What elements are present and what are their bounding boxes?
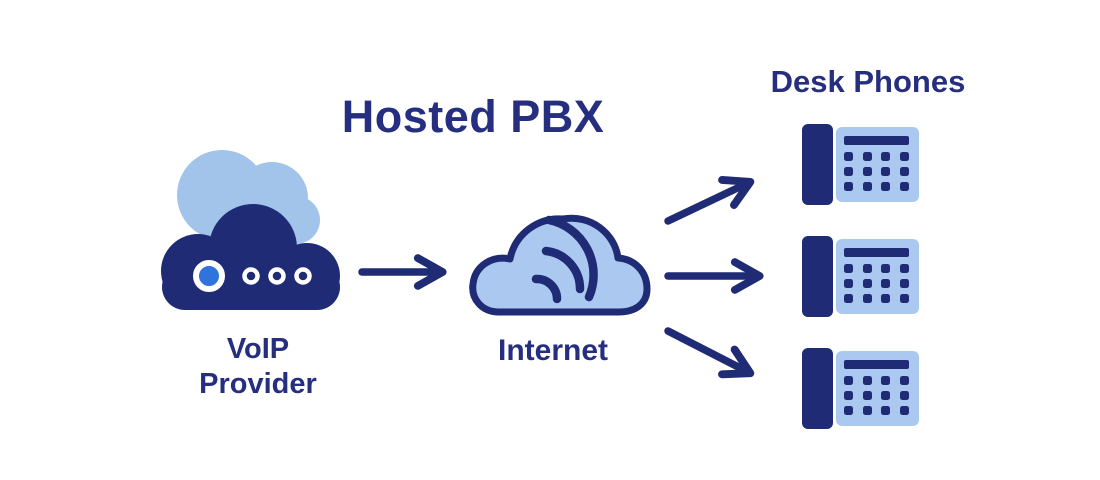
- phone-display: [844, 360, 909, 369]
- keypad-button: [881, 279, 890, 288]
- keypad-button: [881, 376, 890, 385]
- desk-phone: [802, 348, 919, 429]
- phone-display: [844, 136, 909, 145]
- phone-keypad: [844, 376, 912, 415]
- desk-phone: [802, 236, 919, 317]
- keypad-button: [862, 279, 872, 288]
- phone-handset-icon: [802, 236, 833, 317]
- keypad-button: [881, 294, 890, 303]
- phone-display: [844, 248, 909, 257]
- keypad-button: [844, 294, 853, 303]
- keypad-button: [862, 391, 872, 400]
- keypad-button: [844, 391, 853, 400]
- keypad-button: [862, 182, 872, 191]
- diagram-title: Hosted PBX: [341, 91, 605, 142]
- internet-label: Internet: [497, 334, 608, 367]
- keypad-button: [899, 264, 909, 273]
- keypad-button: [881, 264, 890, 273]
- keypad-button: [862, 376, 872, 385]
- phone-body: [836, 127, 919, 202]
- keypad-button: [899, 294, 909, 303]
- voip-provider-cloud-icon: [161, 150, 340, 310]
- keypad-button: [899, 182, 909, 191]
- keypad-button: [881, 182, 890, 191]
- keypad-button: [844, 376, 853, 385]
- desk-phone: [802, 124, 919, 205]
- keypad-button: [881, 391, 890, 400]
- keypad-button: [844, 279, 853, 288]
- voip-provider-label-line1: VoIP: [226, 333, 290, 365]
- voip-provider-label: VoIP Provider: [158, 332, 358, 403]
- keypad-button: [844, 182, 853, 191]
- keypad-button: [899, 406, 909, 415]
- keypad-button: [881, 152, 890, 161]
- keypad-button: [862, 167, 872, 176]
- keypad-button: [899, 391, 909, 400]
- keypad-button: [844, 264, 853, 273]
- arrow-internet-to-phone-top: [664, 176, 755, 225]
- keypad-button: [862, 152, 872, 161]
- internet-cloud-icon: [469, 214, 651, 316]
- arrow-internet-to-phone-bottom: [664, 327, 755, 379]
- keypad-button: [844, 406, 853, 415]
- phone-keypad: [844, 152, 912, 191]
- phone-handset-icon: [802, 124, 833, 205]
- phone-handset-icon: [802, 348, 833, 429]
- phone-keypad: [844, 264, 912, 303]
- phone-body: [836, 239, 919, 314]
- keypad-button: [862, 406, 872, 415]
- keypad-button: [862, 264, 872, 273]
- wifi-signal-icon: [531, 215, 598, 304]
- keypad-button: [844, 152, 853, 161]
- keypad-button: [844, 167, 853, 176]
- keypad-button: [881, 406, 890, 415]
- keypad-button: [881, 167, 890, 176]
- keypad-button: [899, 279, 909, 288]
- internet-cloud-outline: [469, 214, 651, 316]
- keypad-button: [899, 152, 909, 161]
- keypad-button: [862, 294, 872, 303]
- desk-phones-label: Desk Phones: [770, 64, 966, 99]
- server-port-icons: [193, 260, 312, 292]
- keypad-button: [899, 376, 909, 385]
- voip-provider-label-line2: Provider: [199, 368, 317, 401]
- phone-body: [836, 351, 919, 426]
- keypad-button: [899, 167, 909, 176]
